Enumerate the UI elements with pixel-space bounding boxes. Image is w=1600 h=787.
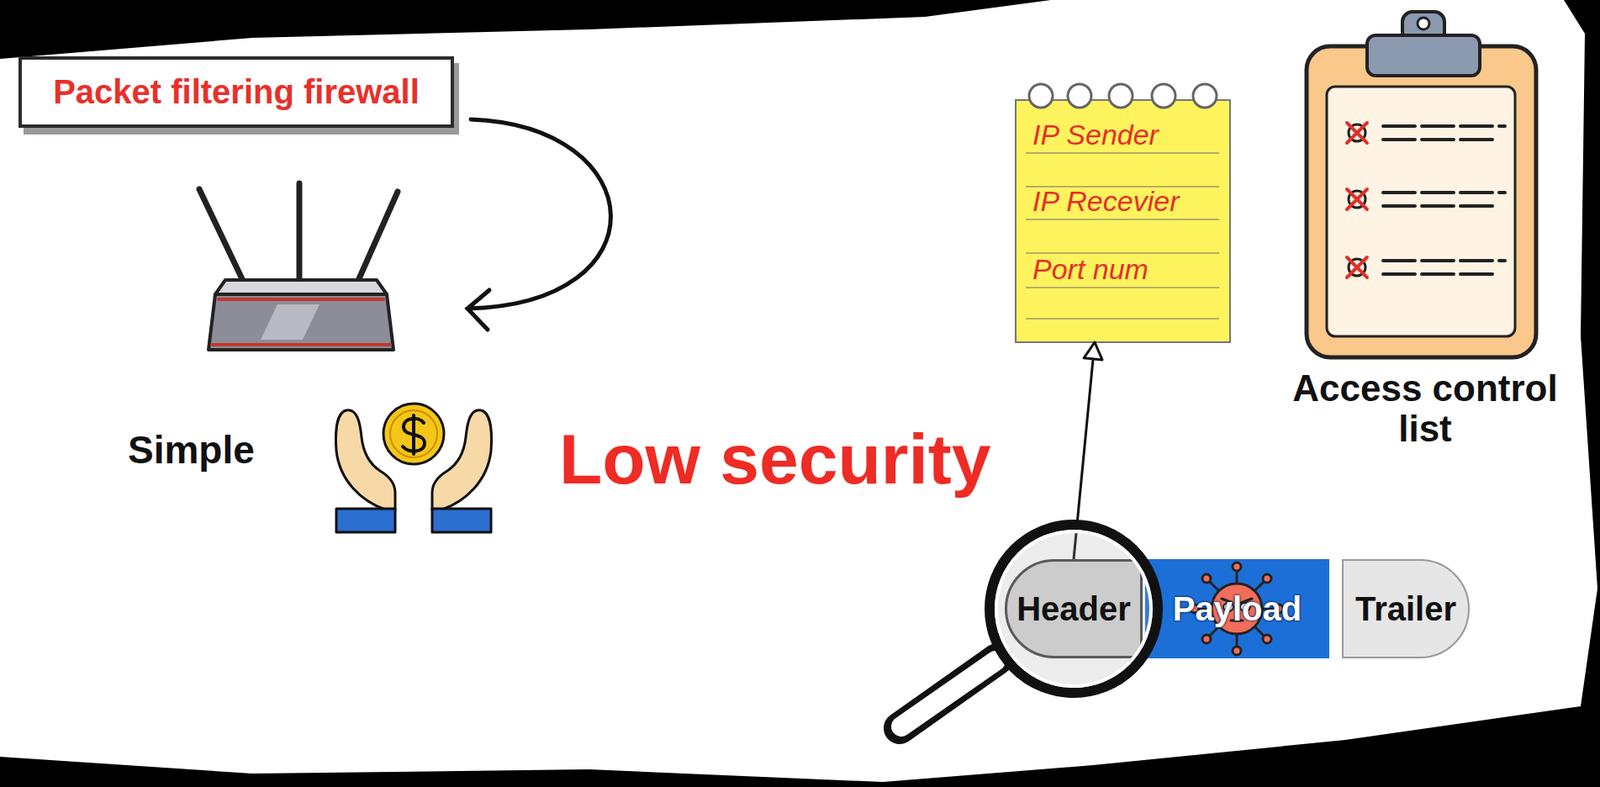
packet-trailer: Trailer <box>1341 559 1470 659</box>
ruled-line <box>1025 218 1220 221</box>
curved-arrow <box>467 119 611 330</box>
ring <box>1193 84 1217 108</box>
virus-brows <box>1221 598 1252 621</box>
coin-rim <box>390 410 438 458</box>
cuff <box>432 508 492 533</box>
notepad-lines <box>1025 153 1220 319</box>
list-line <box>1383 260 1505 275</box>
list-title: Access control list <box>1277 368 1573 450</box>
virus-icon <box>1190 562 1284 655</box>
feature-label: Simple <box>127 428 255 472</box>
list-line <box>1383 126 1505 140</box>
clipboard-node: Access control list <box>1277 5 1573 450</box>
ring <box>1029 84 1053 108</box>
arrow-head <box>1083 342 1103 360</box>
notepad-icon <box>1015 84 1231 343</box>
field-label: IP Sender <box>1032 117 1231 152</box>
magnifier-lens <box>989 524 1158 693</box>
spike-tip <box>1262 634 1272 644</box>
box-label: Header <box>1016 590 1131 629</box>
field-label: IP Recevier <box>1032 184 1231 218</box>
notepad-node: IP Sender IP RecevierPort num <box>1015 76 1231 343</box>
box-label: Trailer <box>1355 590 1457 629</box>
spike-tip <box>1232 562 1241 571</box>
clip-hole <box>1417 17 1430 30</box>
spike-tip <box>1202 634 1211 644</box>
spike-tip <box>1232 646 1241 655</box>
curve-line <box>467 119 611 309</box>
router-front <box>208 294 394 350</box>
box-label: Payload <box>1172 590 1302 629</box>
virus-eye <box>1240 602 1251 612</box>
spike-tip <box>1274 604 1284 613</box>
clipboard-paper <box>1326 86 1516 337</box>
checklist <box>1346 122 1505 278</box>
field-label: Port num <box>1032 252 1231 286</box>
notepad-rings <box>1029 84 1217 108</box>
virus-eye <box>1223 602 1234 612</box>
magnifier-handle <box>899 659 998 729</box>
virus-body <box>1211 583 1263 634</box>
dollar-sign <box>402 415 425 455</box>
coin <box>383 403 444 465</box>
warning-label: Low security <box>559 420 991 498</box>
clipboard-board <box>1306 46 1537 358</box>
ruled-line <box>1025 317 1220 320</box>
ring <box>1151 84 1176 108</box>
router-icon <box>199 183 398 350</box>
magnifier-rim <box>996 531 1152 687</box>
magnifier-icon <box>899 524 1158 729</box>
antenna <box>357 191 398 283</box>
router-stripe <box>218 297 384 301</box>
router-shine <box>260 304 320 340</box>
box-label: Packet filtering firewall <box>52 73 420 111</box>
magnifier-handle-fill <box>901 660 996 727</box>
curve-arrowhead <box>467 290 490 330</box>
firewall-box: Packet filtering firewall <box>18 56 455 128</box>
red-cross <box>1346 122 1368 143</box>
spike-tip <box>1262 574 1272 583</box>
clipboard-icon <box>1306 11 1537 358</box>
spike-tip <box>1190 604 1199 613</box>
router-top <box>215 279 387 295</box>
virus-spikes <box>1196 568 1278 650</box>
ruled-line <box>1025 152 1220 154</box>
spike-tip <box>1202 574 1211 583</box>
ring <box>1108 84 1133 108</box>
ruled-line <box>1025 286 1220 289</box>
red-cross <box>1346 189 1368 210</box>
notepad-sheet <box>1015 100 1231 343</box>
list-line <box>1383 192 1505 206</box>
router-stripe <box>211 343 391 347</box>
clipboard-clip <box>1367 35 1480 76</box>
spike-tips <box>1190 562 1284 655</box>
hands-coin-icon <box>336 403 492 533</box>
antenna <box>296 183 303 283</box>
antenna <box>199 189 244 283</box>
red-cross <box>1346 257 1368 278</box>
ring <box>1067 84 1092 108</box>
cuff <box>336 508 396 533</box>
